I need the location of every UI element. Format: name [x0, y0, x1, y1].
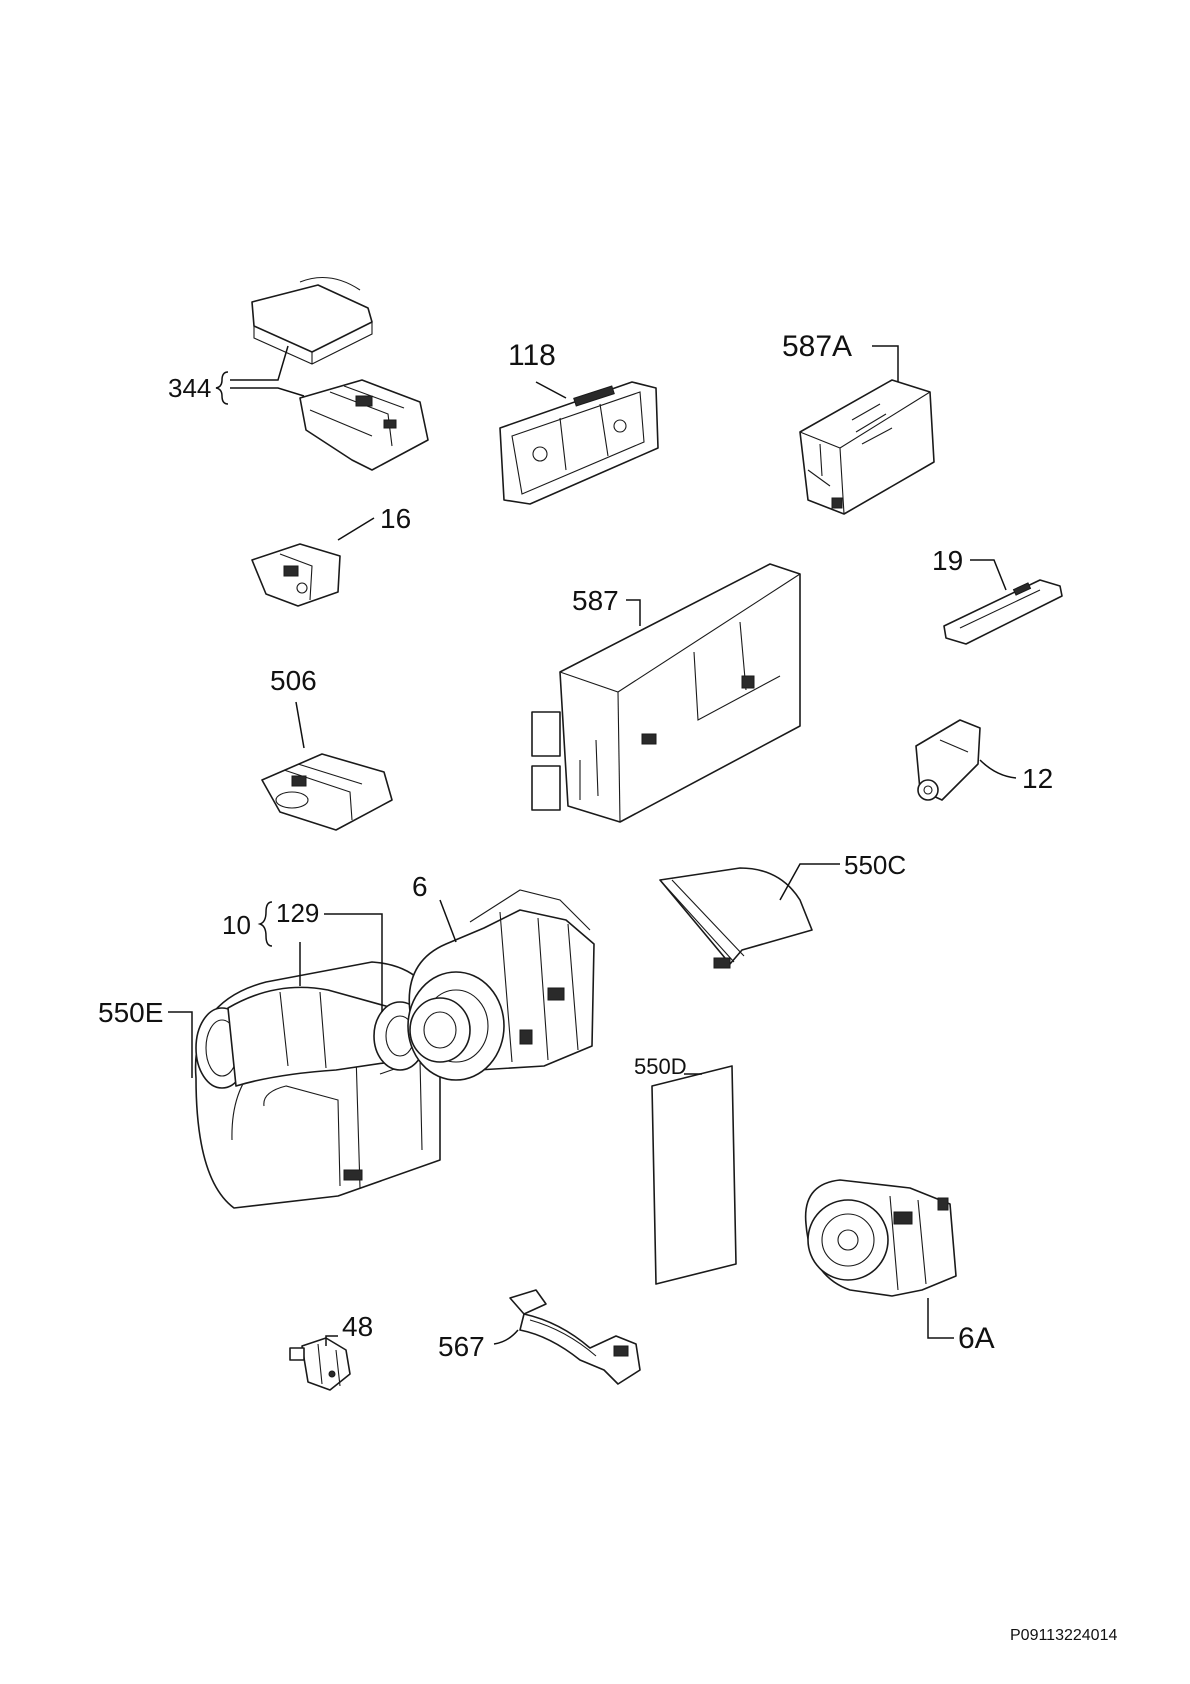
- callout-550D: 550D: [634, 1054, 687, 1079]
- leader-587: [626, 599, 641, 626]
- part-506: [261, 753, 393, 831]
- callout-550C: 550C: [844, 850, 906, 880]
- callout-587A: 587A: [782, 330, 852, 363]
- callout-19: 19: [932, 545, 963, 576]
- callout-6: 6: [412, 871, 428, 902]
- leader-6: [439, 899, 457, 943]
- callout-129: 129: [276, 898, 319, 928]
- leader-118: [535, 381, 567, 399]
- part-567: [509, 1289, 641, 1385]
- part-19: [943, 579, 1063, 645]
- callout-587: 587: [572, 585, 619, 616]
- leader-550E: [168, 1011, 193, 1078]
- part-48: [289, 1337, 351, 1391]
- part-550D: [651, 1065, 737, 1285]
- callout-12: 12: [1022, 763, 1053, 794]
- part-587: [531, 563, 801, 823]
- part-6: [407, 889, 595, 1081]
- leader-506: [295, 701, 305, 749]
- brace-10: [257, 901, 273, 947]
- callout-550E: 550E: [98, 997, 163, 1028]
- callout-6A: 6A: [958, 1322, 995, 1355]
- brace-344: [215, 345, 305, 405]
- leader-48: [325, 1335, 338, 1346]
- leader-16: [337, 517, 375, 541]
- leader-567: [493, 1329, 519, 1345]
- part-587A: [799, 379, 935, 515]
- part-16: [251, 543, 341, 607]
- leader-587A: [872, 345, 899, 382]
- callout-48: 48: [342, 1311, 373, 1342]
- drawing-code: P09113224014: [1010, 1627, 1117, 1644]
- part-12: [915, 719, 981, 801]
- leader-550C: [779, 863, 840, 901]
- callout-10: 10: [222, 910, 251, 940]
- leader-12: [979, 759, 1017, 779]
- callout-16: 16: [380, 503, 411, 534]
- part-344: [251, 277, 429, 471]
- callout-506: 506: [270, 665, 317, 696]
- leader-6A: [927, 1298, 954, 1339]
- leader-19: [970, 559, 1007, 591]
- part-6A: [804, 1179, 957, 1297]
- leader-129: [324, 913, 383, 1012]
- callout-567: 567: [438, 1331, 485, 1362]
- part-118: [499, 381, 659, 505]
- part-550C: [659, 867, 813, 969]
- callout-118: 118: [508, 339, 556, 372]
- callout-344: 344: [168, 373, 211, 403]
